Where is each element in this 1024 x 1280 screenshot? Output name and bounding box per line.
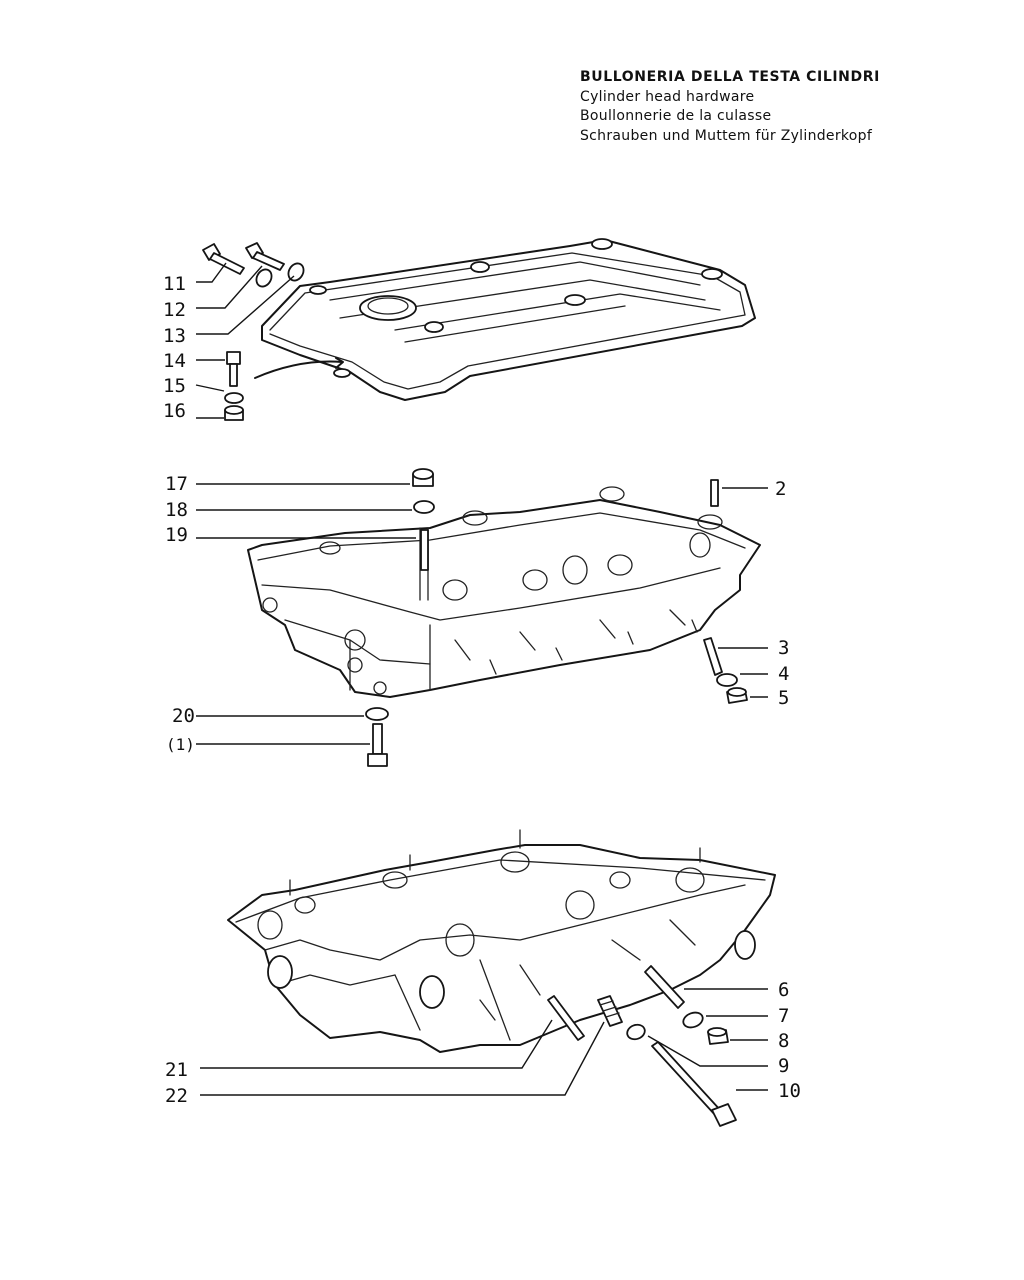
spring-coils xyxy=(599,1000,620,1018)
cover-hardware xyxy=(202,242,305,421)
callout-10: 10 xyxy=(778,1080,801,1102)
washer-part-15 xyxy=(224,392,244,404)
stud-part-21 xyxy=(547,995,585,1041)
callout-18: 18 xyxy=(165,499,188,521)
nut-part-8 xyxy=(707,1027,729,1045)
title-block: BULLONERIA DELLA TESTA CILINDRI Cylinder… xyxy=(580,68,880,146)
callout-3: 3 xyxy=(778,637,789,659)
callout-labels: 11 12 13 14 15 16 17 18 19 2 3 4 5 20 (1… xyxy=(163,273,801,1107)
bolt-part-11 xyxy=(202,243,245,275)
leader-lines xyxy=(195,262,768,1096)
stud-part-3 xyxy=(703,637,723,676)
callout-7: 7 xyxy=(778,1005,789,1027)
callout-8: 8 xyxy=(778,1030,789,1052)
callout-14: 14 xyxy=(163,350,186,372)
washer-part-20 xyxy=(365,707,389,721)
callout-1: (1) xyxy=(166,735,195,754)
callout-17: 17 xyxy=(165,473,188,495)
callout-22: 22 xyxy=(165,1085,188,1107)
nut-part-5 xyxy=(726,687,748,704)
head-hardware-middle xyxy=(365,468,748,767)
nut-part-17 xyxy=(412,468,434,487)
washer-part-7 xyxy=(682,1011,704,1029)
washer-part-13a xyxy=(255,268,273,288)
title-english: Cylinder head hardware xyxy=(580,88,755,105)
stud-part-6 xyxy=(644,965,685,1009)
callout-21: 21 xyxy=(165,1059,188,1081)
washer-part-4 xyxy=(716,673,738,687)
bolt-part-12 xyxy=(245,242,285,271)
callout-5: 5 xyxy=(778,687,789,709)
callout-19: 19 xyxy=(165,524,188,546)
callout-12: 12 xyxy=(163,299,186,321)
bolt-part-10 xyxy=(651,1041,737,1127)
callout-11: 11 xyxy=(163,273,186,295)
bolt-part-14 xyxy=(226,351,241,387)
callout-4: 4 xyxy=(778,663,789,685)
head-hardware-bottom xyxy=(547,965,737,1127)
nut-part-16 xyxy=(224,405,244,421)
cylinder-head-middle-illustration xyxy=(247,486,761,698)
callout-2: 2 xyxy=(775,478,786,500)
title-french: Boullonnerie de la culasse xyxy=(580,108,772,124)
callout-9: 9 xyxy=(778,1055,789,1077)
title-italian: BULLONERIA DELLA TESTA CILINDRI xyxy=(580,69,880,85)
washer-part-18 xyxy=(413,500,435,514)
stud-part-2 xyxy=(710,479,719,507)
callout-6: 6 xyxy=(778,979,789,1001)
title-german: Schrauben und Muttem für Zylinderkopf xyxy=(580,127,873,144)
cylinder-head-bottom-illustration xyxy=(227,829,776,1053)
valve-cover-illustration xyxy=(254,238,756,401)
callout-15: 15 xyxy=(163,375,186,397)
spring-part-22 xyxy=(597,995,623,1027)
stud-part-19 xyxy=(420,529,429,571)
callout-20: 20 xyxy=(172,705,195,727)
washer-part-13b xyxy=(287,262,305,282)
washer-part-9 xyxy=(626,1023,646,1041)
callout-13: 13 xyxy=(163,325,186,347)
bolt-part-1 xyxy=(367,723,388,767)
callout-16: 16 xyxy=(163,400,186,422)
